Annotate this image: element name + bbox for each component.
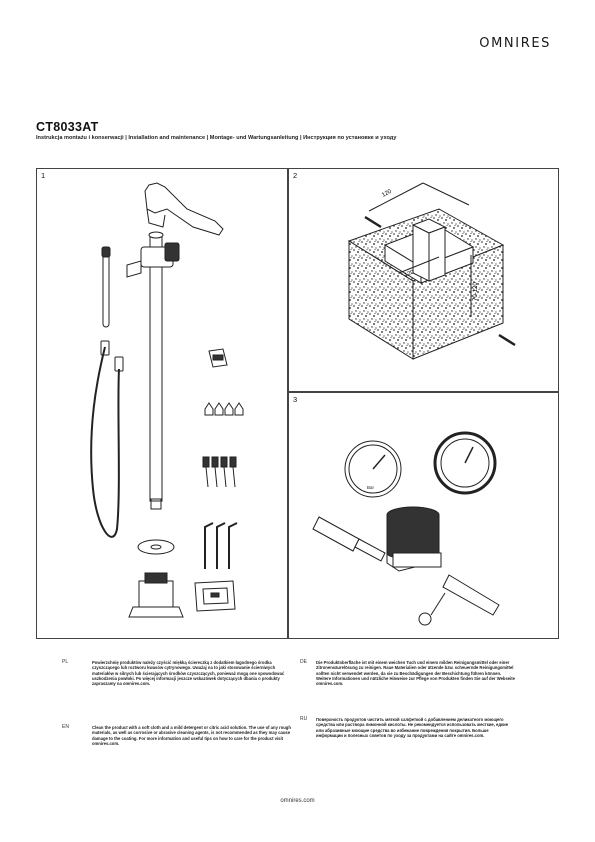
pressure-test-illustration: Bar: [312, 431, 500, 626]
instructions-pl: Powierzchnię produktów należy czyścić mi…: [92, 660, 285, 687]
panel-number-2: 2: [293, 171, 298, 180]
lang-code-ru: RU: [300, 716, 308, 722]
panel-components: 1: [36, 168, 288, 639]
panel-installation-box: 2: [288, 168, 559, 392]
dimension-depth: 70-120: [473, 282, 479, 301]
panel-number-3: 3: [293, 395, 298, 404]
footer-website-link[interactable]: omnires.com: [280, 798, 315, 804]
dimension-width: 120: [404, 269, 416, 279]
gauge-label: Bar: [367, 485, 375, 490]
model-number: CT8033AT: [36, 120, 99, 134]
dimension-top: 120: [381, 188, 393, 198]
document-subtitle: Instrukcja montażu i konserwacji | Insta…: [36, 135, 397, 141]
lang-code-pl: PL: [62, 659, 69, 665]
panel-number-1: 1: [41, 171, 46, 180]
brand-logo: OMNIRES: [479, 36, 551, 51]
components-illustration: [90, 182, 244, 618]
installation-illustration: 120 120 70-120: [347, 182, 516, 360]
instructions-de: Die Produktoberfläche ist mit einem weic…: [316, 660, 516, 687]
lang-code-en: EN: [62, 724, 69, 730]
lang-code-de: DE: [300, 659, 307, 665]
instructions-ru: Поверхность продуктов чистить мягкой сал…: [316, 717, 509, 738]
panel-pressure-test: 3 Bar: [288, 392, 559, 639]
instructions-en: Clean the product with a soft cloth and …: [92, 725, 291, 746]
